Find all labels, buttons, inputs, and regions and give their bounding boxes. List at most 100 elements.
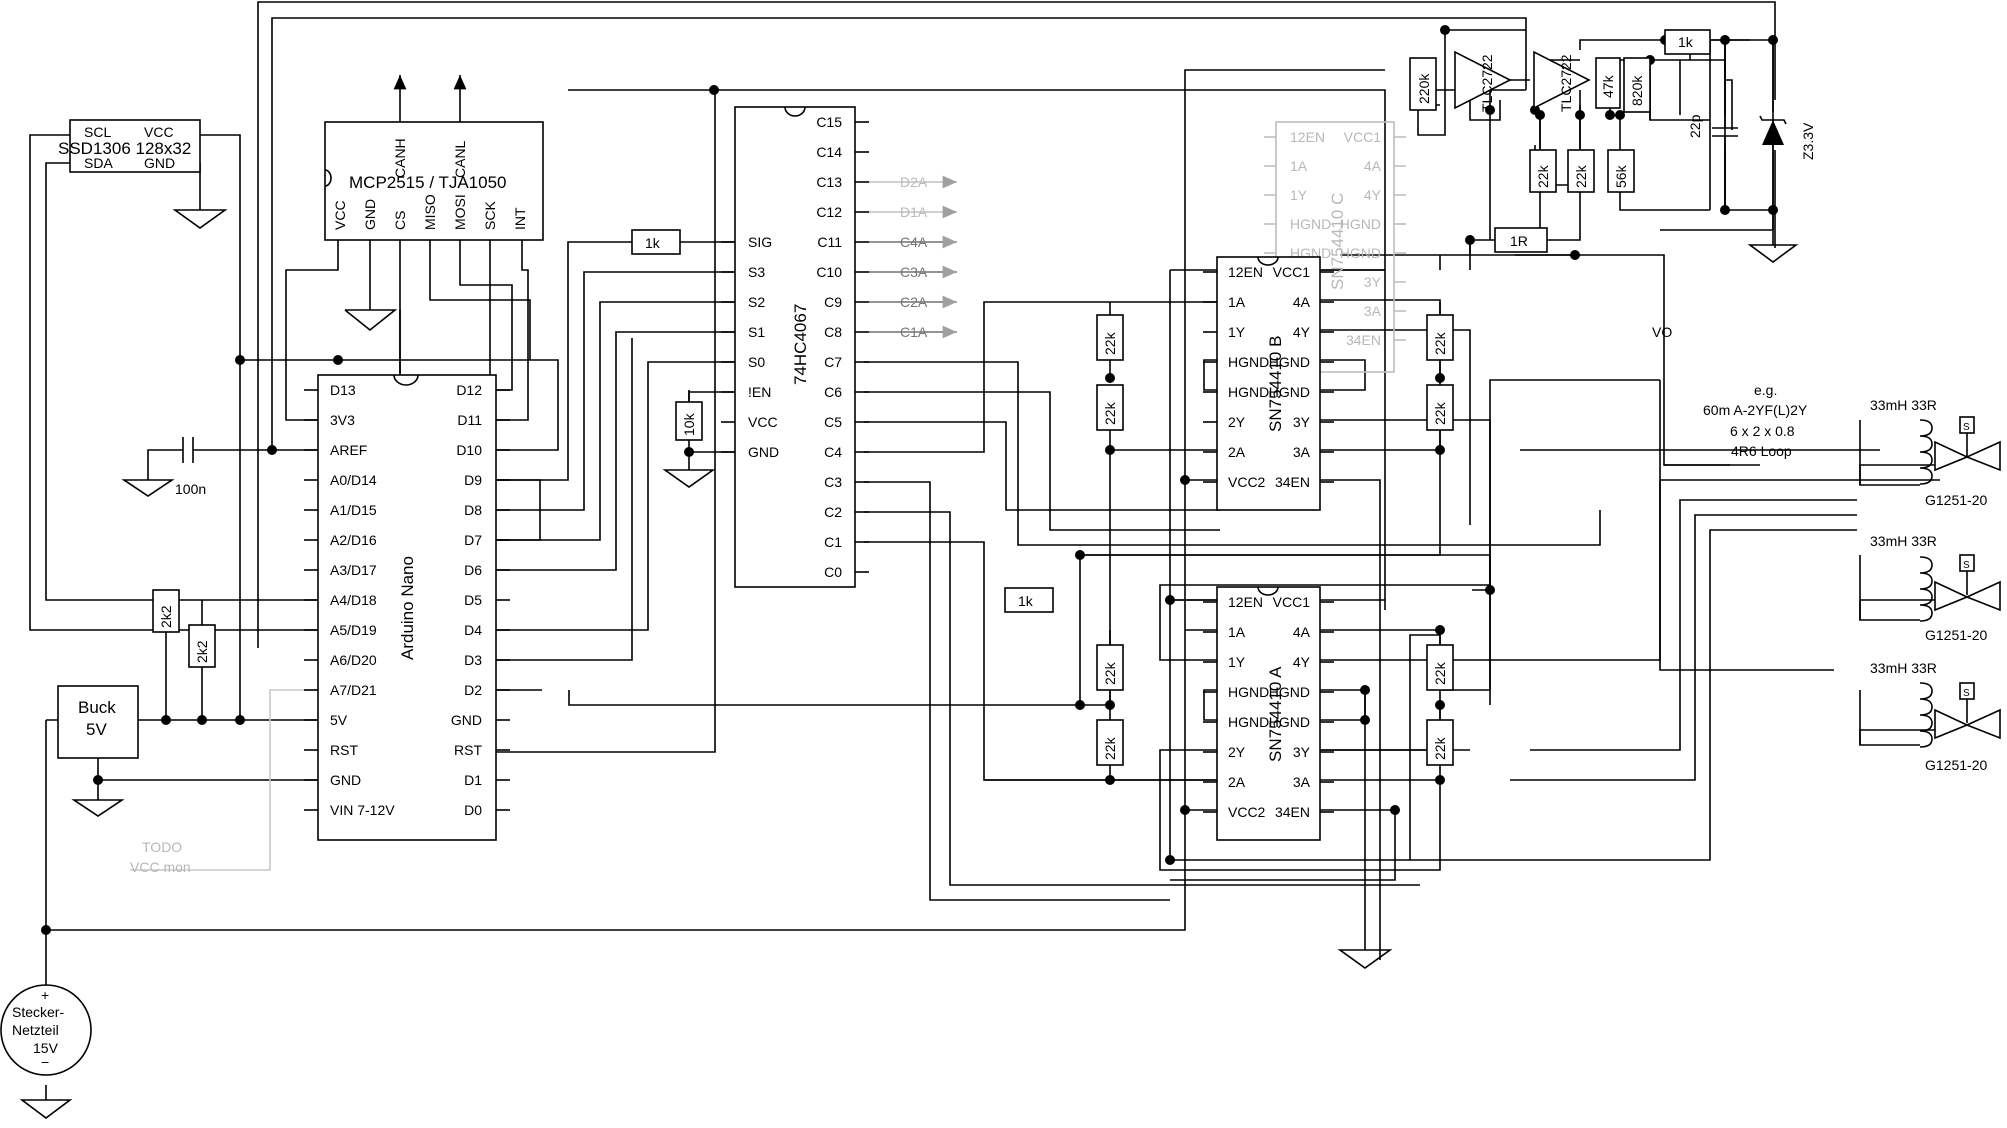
- snb-left-pin-4: HGND: [1228, 384, 1269, 400]
- sna-left-pin-4: HGND: [1228, 714, 1269, 730]
- vcc-mon-label: VCC mon: [130, 859, 191, 875]
- mux-right-pin-3: C12: [816, 204, 842, 220]
- nano-left-pin-6: A3/D17: [330, 562, 377, 578]
- svg-text:47k: 47k: [1600, 74, 1616, 98]
- cable-line-2: 60m A-2YF(L)2Y: [1703, 402, 1808, 418]
- mux-right-pin-7: C8: [824, 324, 842, 340]
- svg-text:22k: 22k: [1573, 164, 1589, 188]
- mux-right-pin-0: C15: [816, 114, 842, 130]
- svg-text:1k: 1k: [1018, 593, 1034, 609]
- nano-left-pin-12: RST: [330, 742, 358, 758]
- mcp-pin-vcc: VCC: [332, 200, 348, 230]
- wires: [29, 1, 1940, 1100]
- cable-line-1: e.g.: [1754, 382, 1777, 398]
- nano-right-pin-2: D10: [456, 442, 482, 458]
- opamp-2: TLC2722: [1533, 50, 1591, 112]
- resistor-22k-b3: 22k: [1426, 314, 1454, 361]
- svg-text:22k: 22k: [1102, 331, 1118, 355]
- svg-text:5V: 5V: [86, 720, 107, 739]
- svg-text:G1251-20: G1251-20: [1925, 492, 1987, 508]
- mcp-pin-int: INT: [512, 207, 528, 230]
- svg-text:−: −: [41, 1054, 49, 1070]
- snb-left-pin-3: HGND: [1228, 354, 1269, 370]
- sna-right-pin-2: 4Y: [1293, 654, 1311, 670]
- sna-left-pin-0: 12EN: [1228, 594, 1263, 610]
- snc-left-pin-3: HGND: [1290, 216, 1331, 232]
- snb-right-pin-5: 3Y: [1293, 414, 1311, 430]
- mux-left-pin-2: S2: [748, 294, 765, 310]
- mux-out-label-5: C1A: [900, 324, 928, 340]
- mux-left-pin-0: SIG: [748, 234, 772, 250]
- nano-right-pin-5: D7: [464, 532, 482, 548]
- arduino-nano: D133V3AREFA0/D14A1/D15A2/D16A3/D17A4/D18…: [304, 374, 510, 841]
- ssd-vcc-label: VCC: [144, 124, 174, 140]
- svg-text:56k: 56k: [1613, 164, 1629, 188]
- mux-out-label-3: C3A: [900, 264, 928, 280]
- svg-text:2k2: 2k2: [158, 605, 174, 628]
- resistor-1k-en: 1k: [1004, 587, 1054, 613]
- svg-text:+: +: [41, 987, 49, 1003]
- cable-line-3: 6 x 2 x 0.8: [1730, 423, 1795, 439]
- ssd1306-module: SCL VCC SSD1306 128x32 SDA GND: [58, 119, 201, 173]
- mcp-title: MCP2515 / TJA1050: [349, 173, 507, 192]
- nano-right-pin-12: RST: [454, 742, 482, 758]
- capacitor-22p: 22p: [1687, 40, 1738, 210]
- ssd-sda-label: SDA: [84, 155, 113, 171]
- svg-text:22k: 22k: [1432, 401, 1448, 425]
- svg-text:22k: 22k: [1432, 661, 1448, 685]
- mux-right-pin-13: C2: [824, 504, 842, 520]
- svg-text:10k: 10k: [681, 412, 697, 436]
- snb-left-pin-7: VCC2: [1228, 474, 1266, 490]
- sna-left-pin-7: VCC2: [1228, 804, 1266, 820]
- resistor-22k-b2: 22k: [1096, 384, 1124, 431]
- nano-left-pin-5: A2/D16: [330, 532, 377, 548]
- snb-right-pin-6: 3A: [1293, 444, 1311, 460]
- resistor-22k-a1: 22k: [1096, 644, 1124, 691]
- nano-right-pin-13: D1: [464, 772, 482, 788]
- svg-text:G1251-20: G1251-20: [1925, 627, 1987, 643]
- resistor-22k-a2: 22k: [1096, 719, 1124, 766]
- nano-left-pin-7: A4/D18: [330, 592, 377, 608]
- resistor-22k-b4: 22k: [1426, 384, 1454, 431]
- misc-labels: VO e.g. 60m A-2YF(L)2Y 6 x 2 x 0.8 4R6 L…: [130, 324, 1808, 875]
- svg-text:15V: 15V: [33, 1040, 59, 1056]
- nano-title: Arduino Nano: [398, 556, 417, 660]
- mux-left-pin-1: S3: [748, 264, 765, 280]
- resistor-22k-a3: 22k: [1426, 644, 1454, 691]
- resistor-2k2-b: 2k2: [188, 624, 216, 668]
- mcp-canh-label: CANH: [392, 138, 408, 178]
- sna-right-pin-5: 3Y: [1293, 744, 1311, 760]
- mux-right-pin-12: C3: [824, 474, 842, 490]
- snc-right-pin-5: 3Y: [1364, 274, 1382, 290]
- snc-left-pin-2: 1Y: [1290, 187, 1308, 203]
- mux-left-pin-3: S1: [748, 324, 765, 340]
- valves: 33mH 33R S G1251-20 33mH 33R S G1251-20 …: [1870, 397, 2001, 773]
- mcp2515-module: MCP2515 / TJA1050 CANH CANL VCC GND CS M…: [324, 75, 544, 241]
- svg-text:TLC2722: TLC2722: [1558, 54, 1574, 112]
- nano-right-pin-1: D11: [457, 412, 482, 428]
- svg-text:G1251-20: G1251-20: [1925, 757, 1987, 773]
- mux-out-label-2: C4A: [900, 234, 928, 250]
- mux-out-label-0: D2A: [900, 174, 928, 190]
- nano-left-pin-13: GND: [330, 772, 361, 788]
- resistor-22k-b1: 22k: [1096, 314, 1124, 361]
- mcp-pin-gnd: GND: [362, 199, 378, 230]
- svg-text:33mH 33R: 33mH 33R: [1870, 660, 1937, 676]
- snb-right-pin-2: 4Y: [1293, 324, 1311, 340]
- snb-left-pin-2: 1Y: [1228, 324, 1246, 340]
- svg-text:22k: 22k: [1535, 164, 1551, 188]
- ssd-title: SSD1306 128x32: [58, 139, 191, 158]
- snb-right-pin-4: HGND: [1269, 384, 1310, 400]
- sn-b-title: SN754410 B: [1266, 336, 1285, 432]
- ssd-gnd-label: GND: [144, 155, 175, 171]
- nano-right-pin-8: D4: [464, 622, 482, 638]
- snb-right-pin-7: 34EN: [1275, 474, 1310, 490]
- resistor-220k: 220k: [1409, 57, 1437, 111]
- snc-right-pin-3: HGND: [1340, 216, 1381, 232]
- nano-left-pin-2: AREF: [330, 442, 367, 458]
- snc-right-pin-0: VCC1: [1344, 129, 1382, 145]
- sna-right-pin-6: 3A: [1293, 774, 1311, 790]
- nano-left-pin-3: A0/D14: [330, 472, 377, 488]
- capacitor-aref: 100n: [175, 437, 206, 497]
- gray-wires: [130, 689, 318, 871]
